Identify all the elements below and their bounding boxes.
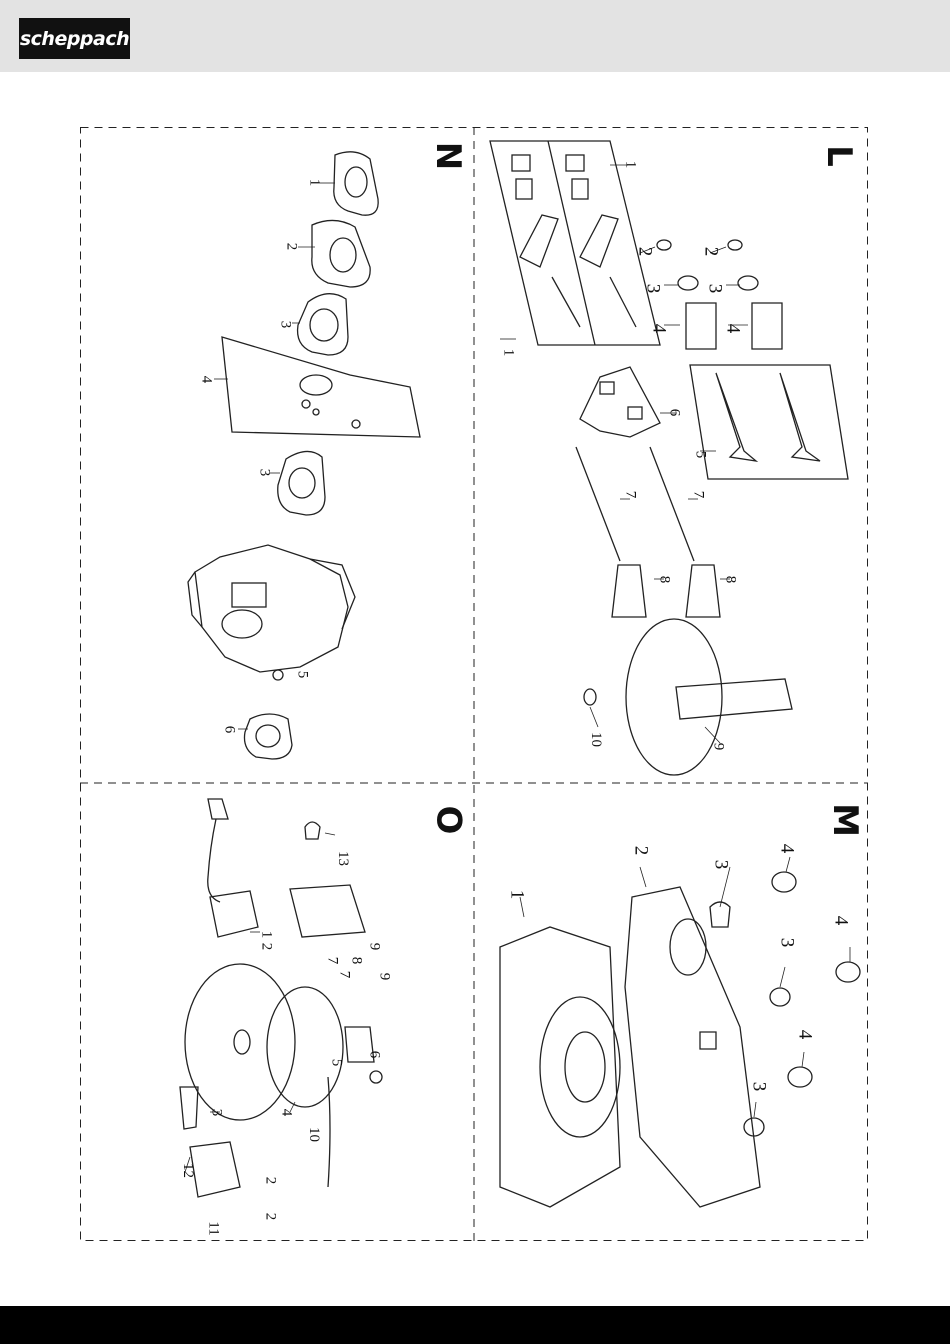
callout: 1	[258, 931, 273, 939]
callout: 2	[283, 243, 298, 251]
callout: 8	[656, 576, 671, 584]
callout: 6	[666, 409, 681, 417]
panel-m-drawing	[474, 783, 868, 1241]
callout: 2	[262, 1213, 277, 1221]
callout: 6	[221, 726, 236, 734]
callout: 1	[622, 161, 637, 169]
exploded-views-sheet: N	[80, 127, 868, 1241]
callout: 4	[795, 1030, 814, 1040]
callout: 3	[711, 860, 730, 870]
callout: 3	[277, 321, 292, 329]
callout: 4	[278, 1109, 293, 1117]
callout: 7	[690, 491, 705, 499]
panel-l-drawing	[474, 127, 868, 783]
callout: 4	[777, 844, 796, 854]
page-footer	[0, 1306, 950, 1344]
scheppach-logo: scheppach	[19, 18, 130, 59]
callout: 2	[635, 247, 654, 257]
callout: 12	[180, 1163, 195, 1178]
callout: 9	[710, 743, 725, 751]
panel-n-drawing	[80, 127, 474, 783]
callout: 5	[692, 451, 707, 459]
callout: 2	[258, 943, 273, 951]
callout: 7	[324, 957, 339, 965]
callout: 13	[335, 851, 350, 866]
callout: 3	[705, 284, 724, 294]
callout: 1	[306, 179, 321, 187]
callout: 3	[256, 469, 271, 477]
callout: 7	[336, 971, 351, 979]
panel-o-drawing	[80, 783, 474, 1241]
callout: 8	[722, 576, 737, 584]
callout: 9	[376, 973, 391, 981]
callout: 3	[208, 1109, 223, 1117]
callout: 10	[588, 732, 603, 747]
callout: 9	[366, 943, 381, 951]
callout: 10	[306, 1127, 321, 1142]
callout: 3	[777, 938, 796, 948]
callout: 3	[749, 1082, 768, 1092]
callout: 4	[198, 376, 213, 384]
callout: 8	[348, 957, 363, 965]
callout: 1	[507, 890, 526, 900]
logo-text: scheppach	[20, 28, 129, 50]
callout: 11	[206, 1221, 221, 1235]
callout: 7	[622, 491, 637, 499]
page-header: scheppach	[0, 0, 950, 72]
callout: 1	[500, 349, 515, 357]
callout: 5	[294, 671, 309, 679]
callout: 4	[831, 916, 850, 926]
callout: 4	[649, 324, 668, 334]
callout: 4	[723, 324, 742, 334]
callout: 3	[643, 284, 662, 294]
callout: 6	[366, 1051, 381, 1059]
callout: 2	[631, 846, 650, 856]
callout: 2	[701, 247, 720, 257]
callout: 5	[328, 1059, 343, 1067]
callout: 2	[262, 1177, 277, 1185]
